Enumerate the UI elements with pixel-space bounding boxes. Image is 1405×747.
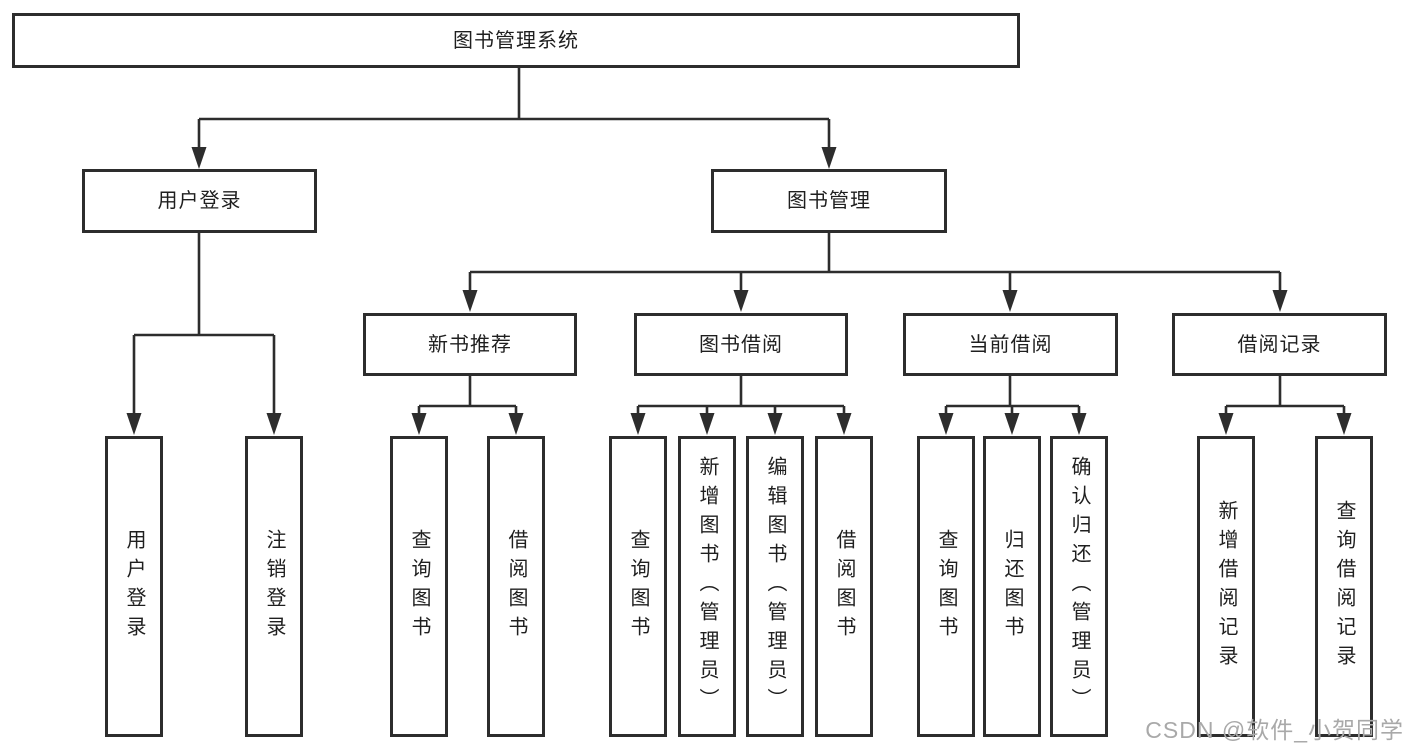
- leaf-user-login: 用户登录: [105, 436, 163, 737]
- leaf-add-borrow-record: 新增借阅记录: [1197, 436, 1255, 737]
- connector-book-mgmt-to-level3: [468, 233, 1282, 293]
- node-borrow-record: 借阅记录: [1172, 313, 1387, 376]
- leaf-edit-book-admin: 编辑图书（管理员）: [746, 436, 804, 737]
- node-book-mgmt: 图书管理: [711, 169, 947, 233]
- watermark-text: CSDN @软件_小贺同学: [1145, 717, 1404, 743]
- leaf-return-book: 归还图书: [983, 436, 1041, 737]
- leaf-query-books-current: 查询图书: [917, 436, 975, 737]
- node-root: 图书管理系统: [12, 13, 1020, 68]
- leaf-logout: 注销登录: [245, 436, 303, 737]
- connector-root-to-level2: [197, 68, 831, 150]
- connector-user-login-to-leaves: [132, 233, 276, 416]
- node-book-borrow: 图书借阅: [634, 313, 848, 376]
- arrowheads: [126, 147, 1352, 435]
- leaf-borrow-books: 借阅图书: [815, 436, 873, 737]
- connector-current-borrow-to-leaves: [944, 376, 1081, 417]
- leaf-query-books-recommend: 查询图书: [390, 436, 448, 737]
- leaf-query-borrow-record: 查询借阅记录: [1315, 436, 1373, 737]
- connector-book-borrow-to-leaves: [636, 376, 846, 417]
- leaf-borrow-books-recommend: 借阅图书: [487, 436, 545, 737]
- leaf-confirm-return-admin: 确认归还（管理员）: [1050, 436, 1108, 737]
- connector-new-book-recommend-to-leaves: [417, 376, 518, 417]
- leaf-add-book-admin: 新增图书（管理员）: [678, 436, 736, 737]
- node-new-book-recommend: 新书推荐: [363, 313, 577, 376]
- leaf-query-books-borrow: 查询图书: [609, 436, 667, 737]
- node-user-login: 用户登录: [82, 169, 317, 233]
- connector-borrow-record-to-leaves: [1224, 376, 1346, 417]
- node-current-borrow: 当前借阅: [903, 313, 1118, 376]
